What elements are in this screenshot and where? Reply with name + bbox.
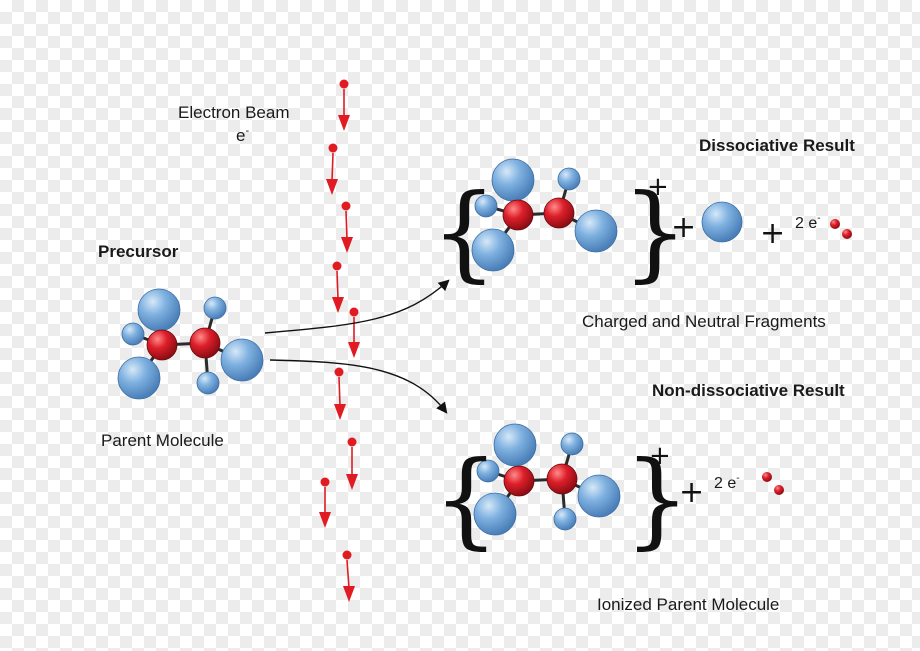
electron-beam-arrow (346, 437, 358, 490)
hydrogen-atom (560, 432, 584, 456)
open-brace-bottom: { (433, 438, 499, 560)
hydrogen-atom (476, 459, 500, 483)
carbon-atom (502, 199, 534, 231)
hydrogen-atom (473, 492, 517, 536)
hydrogen-atom (557, 167, 581, 191)
electron-beam-arrow (326, 143, 338, 195)
electron-beam-arrow (332, 261, 344, 313)
carbon-atom (189, 327, 221, 359)
dissociative-result-label: Dissociative Result (699, 136, 855, 155)
electron-dot (334, 367, 344, 377)
hydrogen-atom (471, 228, 515, 272)
electron-dot (830, 219, 840, 229)
ejected-electrons (762, 219, 852, 495)
close-brace-top: } (622, 171, 688, 293)
hydrogen-atom (196, 371, 220, 395)
electron-dot (320, 477, 330, 487)
plus-sign-electrons-top: + (760, 216, 785, 251)
carbon-atom (543, 197, 575, 229)
cation-charge-bottom: + (649, 441, 671, 471)
electron-dot (332, 261, 342, 271)
electron-beam-label: Electron Beam (178, 103, 290, 122)
close-brace-bottom: } (624, 438, 690, 560)
two-electrons-label-bottom: 2 e- (714, 473, 740, 492)
electron-beam-arrow (338, 79, 350, 131)
precursor-label: Precursor (98, 242, 179, 261)
carbon-atom (146, 329, 178, 361)
ionized-parent-molecule-label: Ionized Parent Molecule (597, 595, 779, 614)
electron-beam-arrows (319, 79, 360, 602)
electron-beam-arrow (319, 477, 331, 528)
cation-charge-top: + (647, 172, 669, 202)
parent-molecule (117, 288, 264, 400)
electron-beam-arrow (334, 367, 346, 420)
arrow-to-non-dissociative (269, 359, 448, 414)
electron-beam-arrow (348, 307, 360, 358)
electron-dot (774, 485, 784, 495)
two-electrons-label-top: 2 e- (795, 213, 821, 232)
ionized-parent-molecule (473, 423, 621, 536)
hydrogen-atom (474, 194, 498, 218)
arrow-to-dissociative (264, 279, 450, 334)
hydrogen-atom (203, 296, 227, 320)
non-dissociative-result-label: Non-dissociative Result (652, 381, 845, 400)
hydrogen-atom (577, 474, 621, 518)
parent-molecule-label: Parent Molecule (101, 431, 224, 450)
electron-dot (842, 229, 852, 239)
dissociated-charged-fragment (471, 158, 618, 272)
electron-dot (341, 201, 351, 211)
hydrogen-atom (137, 288, 181, 332)
hydrogen-atom (220, 338, 264, 382)
plus-sign-neutral: + (671, 210, 696, 245)
electron-dot (328, 143, 338, 153)
carbon-atom (503, 465, 535, 497)
electron-dot (347, 437, 357, 447)
electron-beam-arrow (341, 201, 353, 253)
hydrogen-atom (121, 322, 145, 346)
electron-beam-arrow (342, 550, 355, 602)
carbon-atom (546, 463, 578, 495)
neutral-fragment-atom (701, 201, 743, 243)
hydrogen-atom (701, 201, 743, 243)
electron-dot (339, 79, 349, 89)
electron-symbol-label: e- (236, 125, 249, 145)
hydrogen-atom (553, 507, 577, 531)
charged-neutral-fragments-label: Charged and Neutral Fragments (582, 312, 826, 331)
plus-sign-electrons-bottom: + (679, 475, 704, 510)
open-brace-top: { (431, 171, 497, 293)
electron-dot (342, 550, 352, 560)
hydrogen-atom (117, 356, 161, 400)
electron-dot (349, 307, 359, 317)
hydrogen-atom (491, 158, 535, 202)
hydrogen-atom (574, 209, 618, 253)
hydrogen-atom (493, 423, 537, 467)
electron-dot (762, 472, 772, 482)
